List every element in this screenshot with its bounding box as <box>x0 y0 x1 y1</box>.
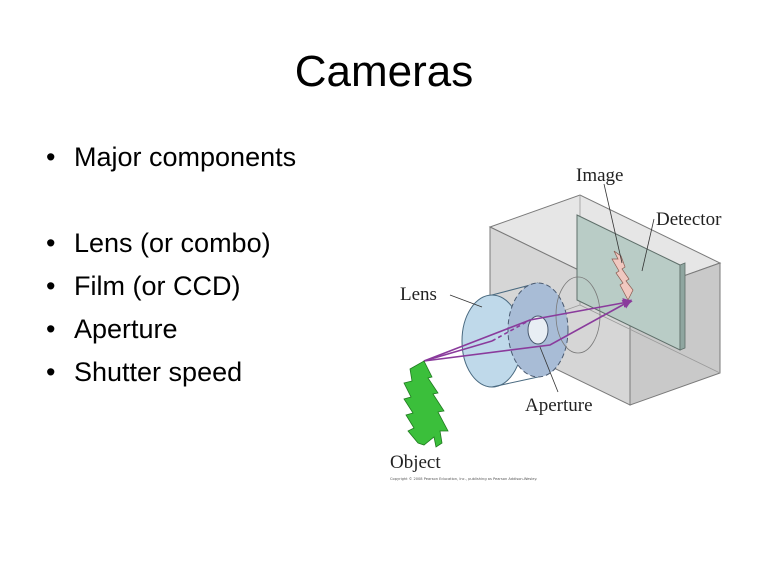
image-tree-icon <box>611 250 634 301</box>
bullet-text: Aperture <box>74 314 178 344</box>
detector-label: Detector <box>656 209 722 230</box>
bullet-text: Shutter speed <box>74 357 243 387</box>
light-rays <box>423 298 633 362</box>
bullet-marker: • <box>46 142 56 172</box>
lens-label: Lens <box>400 284 437 305</box>
image-label: Image <box>576 165 623 186</box>
detector-plate <box>576 214 686 351</box>
lens-barrel <box>461 276 601 388</box>
bullet-marker: • <box>46 271 56 301</box>
bullet-marker: • <box>46 314 56 344</box>
object-label: Object <box>390 452 441 473</box>
bullet-marker: • <box>46 357 56 387</box>
aperture-label: Aperture <box>525 395 593 416</box>
slide-title: Cameras <box>294 47 474 96</box>
camera-diagram: Image Detector Lens Aperture Object Copy… <box>380 155 740 485</box>
object-tree-icon <box>403 360 449 448</box>
copyright-notice: Copyright © 2008 Pearson Education, Inc.… <box>390 477 537 481</box>
bullet-text: Film (or CCD) <box>74 271 241 301</box>
camera-diagram-svg: Image Detector Lens Aperture Object Copy… <box>390 165 722 481</box>
label-leaders <box>449 183 655 393</box>
bullet-marker: • <box>46 228 56 258</box>
bullet-text: Major components <box>74 142 297 172</box>
bullet-text: Lens (or combo) <box>74 228 271 258</box>
